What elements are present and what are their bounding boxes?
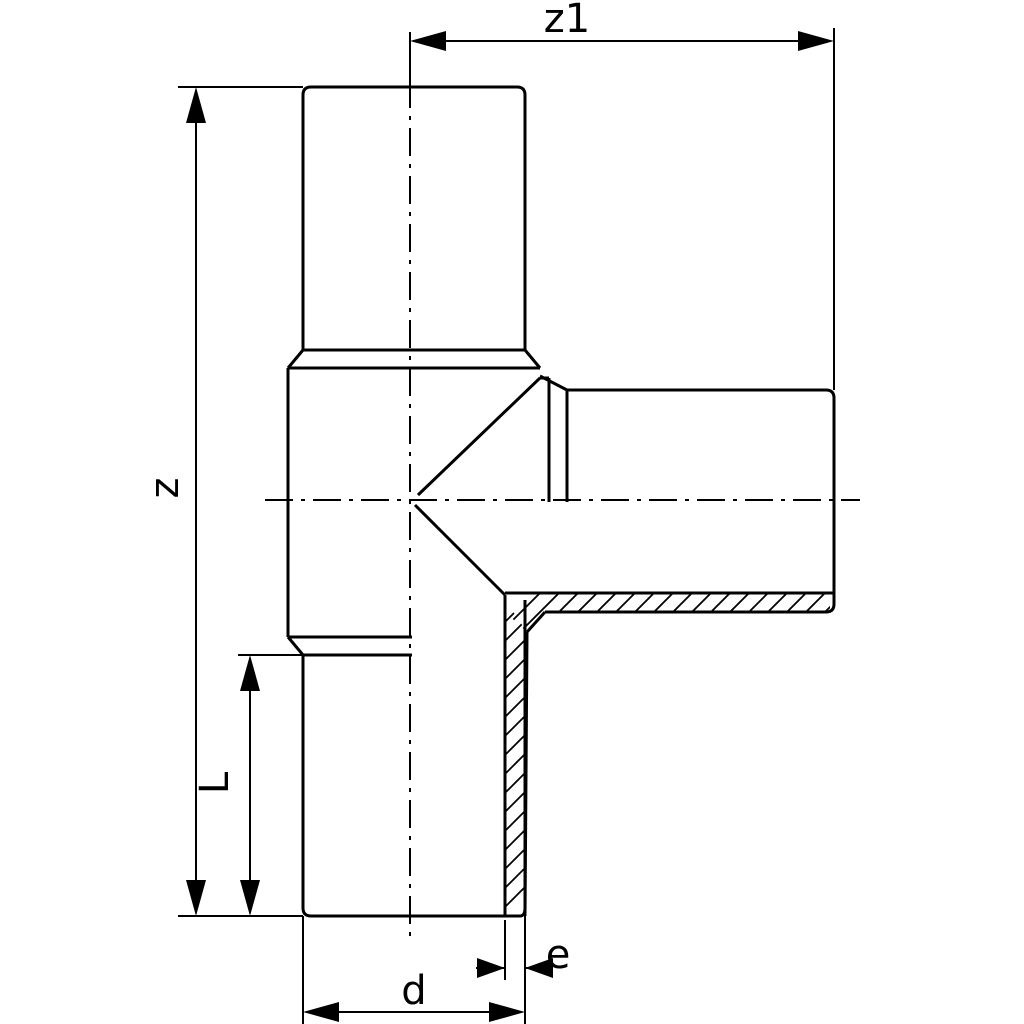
hatch-line — [505, 600, 527, 916]
hatch-line — [505, 600, 527, 916]
branch-spigot — [545, 388, 836, 614]
hatch-line — [505, 600, 527, 916]
label-e: e — [546, 932, 571, 978]
bore-diagonal-bottom — [413, 503, 507, 597]
hatch-line — [505, 593, 506, 632]
label-d: d — [401, 968, 426, 1014]
hatch-line — [505, 600, 527, 916]
tee-body-outline — [286, 85, 836, 918]
hatch-line — [859, 590, 904, 635]
hatch-line — [510, 600, 527, 916]
hatch-line — [505, 600, 527, 916]
bore-diagonal-top — [416, 376, 542, 497]
hatch-line — [505, 600, 527, 916]
hatch-line — [505, 600, 527, 916]
label-z: z — [142, 478, 188, 499]
dimension-d: d — [302, 916, 526, 1024]
hatch-line — [505, 600, 527, 916]
top-spigot — [301, 85, 527, 350]
hatch-line — [150, 590, 480, 920]
hatch-line — [505, 600, 527, 916]
dimension-z1: z1 — [409, 0, 835, 390]
hatch-line — [840, 590, 885, 635]
hatch-line — [530, 590, 860, 920]
bottom-spigot — [301, 600, 527, 918]
hatch-line — [169, 590, 499, 920]
dimension-L: L — [192, 654, 303, 916]
label-z1: z1 — [544, 0, 590, 42]
hatch-line — [505, 600, 527, 916]
label-L: L — [192, 771, 238, 794]
hatch-line — [505, 600, 527, 916]
hatch-line — [505, 600, 527, 916]
hatch-line — [505, 600, 527, 916]
hatch-line — [549, 590, 879, 920]
hatch-line — [505, 600, 519, 916]
dimension-e: e — [476, 920, 570, 980]
hatch-line — [505, 600, 527, 916]
dimension-z: z — [142, 86, 303, 917]
hatch-line — [516, 593, 563, 632]
